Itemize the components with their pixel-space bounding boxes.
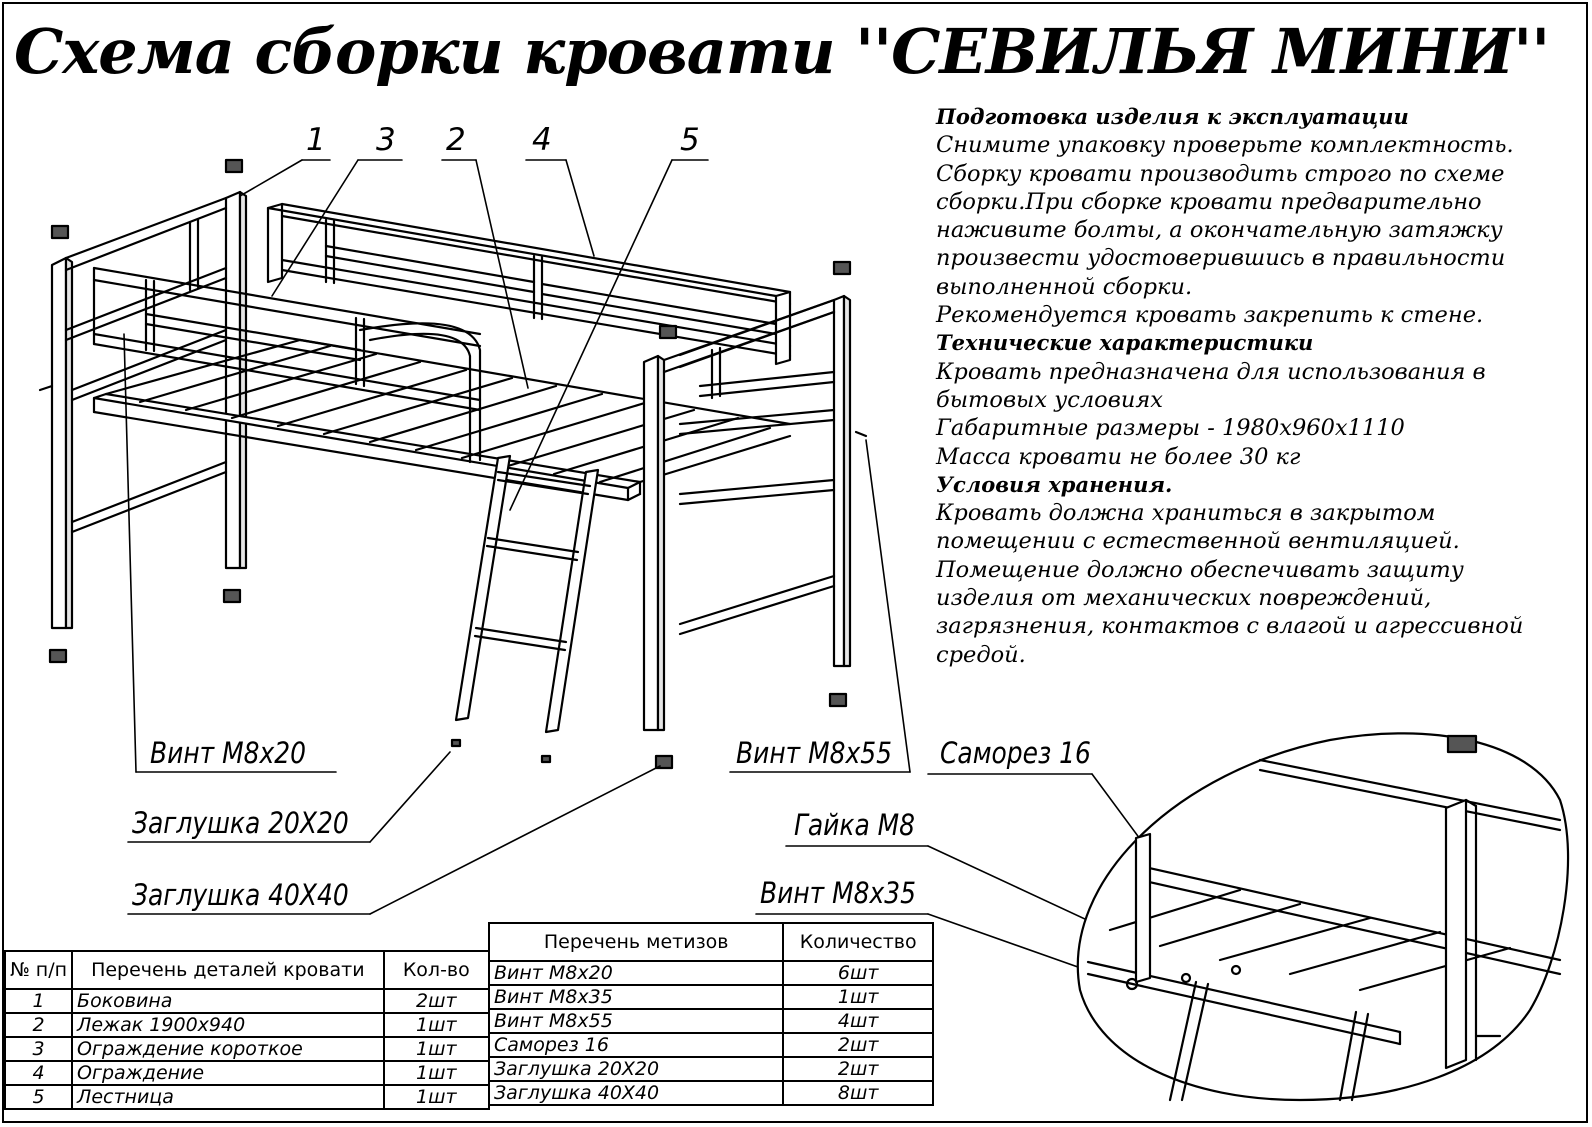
table-cell: 2	[3, 1012, 74, 1038]
table-cell: 4	[3, 1060, 74, 1086]
hardware-table-header-cell: Перечень метизов	[487, 922, 785, 962]
table-cell: 8шт	[782, 1080, 934, 1106]
table-cell: Ограждение	[71, 1060, 385, 1086]
part-number-3: 3	[376, 122, 396, 158]
table-cell: 5	[3, 1084, 74, 1110]
table-cell: 1шт	[382, 1012, 491, 1038]
table-cell: Заглушка 20Х20	[487, 1056, 785, 1082]
hardware-table-header-cell: Количество	[782, 922, 934, 962]
table-cell: 1шт	[382, 1060, 491, 1086]
parts-table-header-cell: № п/п	[3, 950, 74, 990]
instructions-line: наживите болты, а окончательную затяжку	[936, 217, 1503, 244]
table-cell: Саморез 16	[487, 1032, 785, 1058]
instructions-line: сборки.При сборке кровати предварительно	[936, 188, 1482, 215]
instructions-heading: Технические характеристики	[936, 330, 1314, 356]
instructions-line: Снимите упаковку проверьте комплектность…	[936, 132, 1514, 159]
long-fence	[266, 202, 792, 366]
table-cell: 2шт	[382, 988, 491, 1014]
instructions-line: средой.	[936, 641, 1026, 668]
label-self-tapping-screw-16: Саморез 16	[940, 736, 1091, 770]
leader-lines	[123, 159, 1235, 985]
instructions-line: Масса кровати не более 30 кг	[936, 443, 1301, 470]
table-cell: 3	[3, 1036, 74, 1062]
instructions-line: Рекомендуется кровать закрепить к стене.	[936, 302, 1484, 329]
instructions-heading: Подготовка изделия к эксплуатации	[936, 104, 1409, 129]
table-cell: Боковина	[71, 988, 385, 1014]
plug-markers	[48, 158, 852, 770]
instructions-line: Габаритные размеры - 1980х960х1110	[936, 415, 1405, 442]
detail-view	[1076, 732, 1570, 1102]
table-cell: 6шт	[782, 960, 934, 986]
label-nut-m8: Гайка М8	[794, 808, 916, 842]
parts-table-header-cell: Перечень деталей кровати	[71, 950, 385, 990]
instructions-line: Помещение должно обеспечивать защиту	[936, 556, 1464, 583]
instructions-line: Кровать должна храниться в закрытом	[936, 500, 1436, 527]
table-cell: 1шт	[382, 1036, 491, 1062]
table-cell: Винт М8х55	[487, 1008, 785, 1034]
table-cell: 1шт	[782, 984, 934, 1010]
part-number-4: 4	[532, 122, 552, 158]
label-plug-20x20: Заглушка 20Х20	[132, 806, 349, 840]
table-cell: Заглушка 40Х40	[487, 1080, 785, 1106]
table-cell: 1	[3, 988, 74, 1014]
label-screw-m8x35: Винт М8х35	[760, 876, 916, 910]
instructions-line: загрязнения, контактов с влагой и агресс…	[936, 613, 1524, 640]
front-right-post	[642, 298, 836, 732]
label-screw-m8x55: Винт М8х55	[736, 736, 892, 770]
table-cell: Винт М8х20	[487, 960, 785, 986]
instructions-line: Кровать предназначена для использования …	[936, 358, 1486, 385]
right-side-frame	[678, 294, 868, 668]
table-cell: 4шт	[782, 1008, 934, 1034]
label-screw-m8x20: Винт М8х20	[150, 736, 306, 770]
page-title: Схема сборки кровати ''СЕВИЛЬЯ МИНИ''	[14, 15, 1550, 88]
instructions-heading: Условия хранения.	[936, 471, 1173, 497]
instructions-line: Сборку кровати производить строго по схе…	[936, 160, 1505, 187]
table-cell: 2шт	[782, 1056, 934, 1082]
table-cell: 2шт	[782, 1032, 934, 1058]
left-side-frame	[38, 190, 248, 630]
part-number-2: 2	[446, 122, 466, 158]
table-cell: 1шт	[382, 1084, 491, 1110]
table-cell: Винт М8х35	[487, 984, 785, 1010]
short-fence	[92, 266, 482, 464]
ladder	[454, 454, 600, 734]
table-cell: Ограждение короткое	[71, 1036, 385, 1062]
table-cell: Лестница	[71, 1084, 385, 1110]
table-cell: Лежак 1900х940	[71, 1012, 385, 1038]
parts-table-header-cell: Кол-во	[382, 950, 491, 990]
instructions-line: выполненной сборки.	[936, 273, 1193, 300]
instructions-line: помещении с естественной вентиляцией.	[936, 528, 1460, 555]
part-number-1: 1	[306, 122, 326, 158]
instructions-line: произвести удостоверившись в правильност…	[936, 245, 1506, 272]
instructions-line: бытовых условиях	[936, 386, 1163, 413]
instructions-line: изделия от механических повреждений,	[936, 585, 1432, 612]
label-plug-40x40: Заглушка 40Х40	[132, 878, 349, 912]
part-number-5: 5	[680, 122, 700, 158]
